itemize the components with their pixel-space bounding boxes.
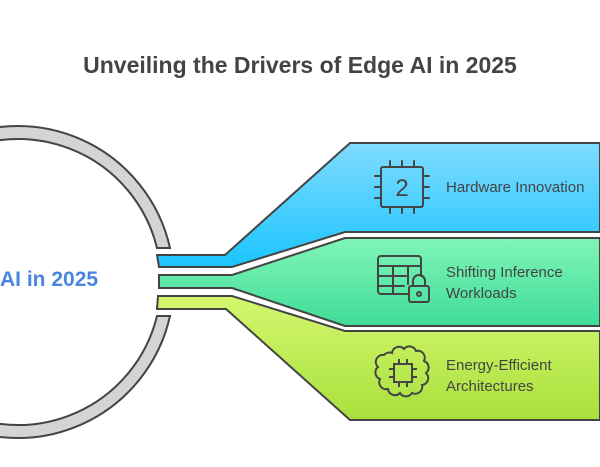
center-label: AI in 2025 (0, 268, 99, 291)
band-energy (155, 295, 600, 421)
band-inference (158, 237, 600, 327)
label-line: Shifting Inference (446, 264, 563, 281)
driver-label-hardware: Hardware Innovation (446, 177, 584, 198)
label-line: Hardware Innovation (446, 179, 585, 196)
label-line: Workloads (446, 285, 517, 302)
label-line: Architectures (446, 378, 534, 395)
brain-chip-icon (374, 345, 430, 398)
band-hardware (155, 142, 600, 268)
page-title: Unveiling the Drivers of Edge AI in 2025 (83, 52, 517, 78)
chip-icon (374, 160, 430, 214)
chip-number: 2 (395, 175, 408, 202)
label-line: Energy-Efficient (446, 357, 552, 374)
table-lock-icon (377, 255, 430, 303)
ring (0, 125, 172, 439)
